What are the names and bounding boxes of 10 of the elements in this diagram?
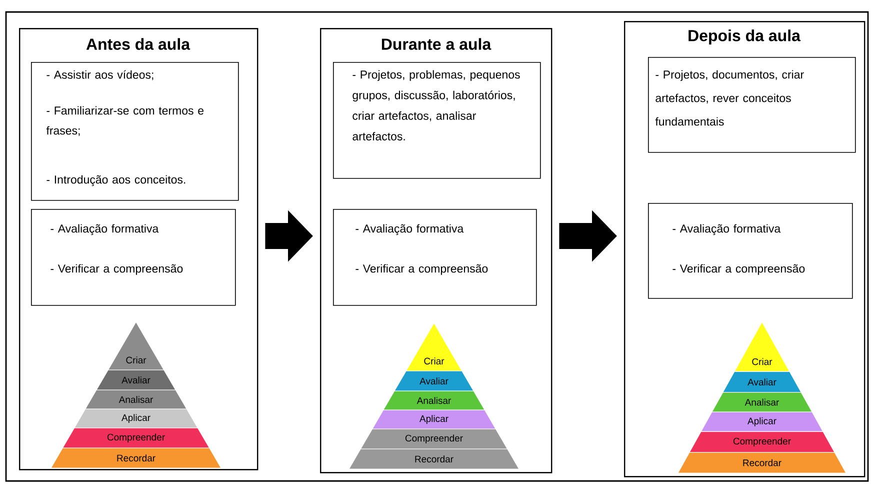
activity-box: - Assistir aos vídeos; - Familiarizar-se com termos e frases; - Introdução aos conceitos. bbox=[31, 62, 239, 201]
pyramid-level: Recordar bbox=[678, 452, 846, 474]
activity-box: - Avaliação formativa - Verificar a compreensão bbox=[31, 209, 236, 306]
pyramid-level: Compreender bbox=[689, 431, 835, 453]
activity-box: - Projetos, problemas, pequenos grupos, discussão, laboratórios, criar artefactos, analisar artefactos. bbox=[333, 62, 541, 179]
activity-box: - Projetos, documentos, criar artefactos, rever conceitos fundamentais bbox=[648, 57, 856, 153]
activity-box: - Avaliação formativa - Verificar a compreensão bbox=[333, 209, 537, 306]
activity-box: - Avaliação formativa - Verificar a compreensão bbox=[648, 203, 853, 299]
pyramid-level: Compreender bbox=[360, 428, 508, 450]
pyramid-level: Compreender bbox=[62, 428, 210, 448]
